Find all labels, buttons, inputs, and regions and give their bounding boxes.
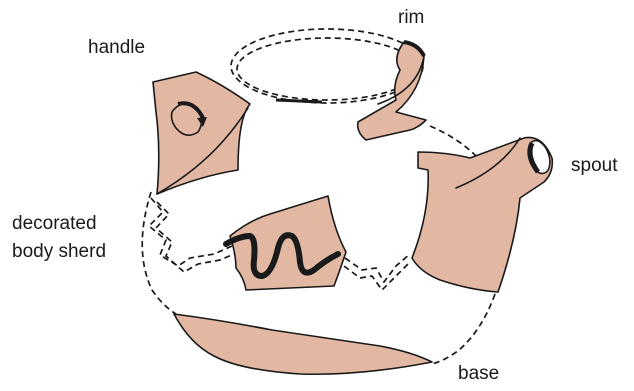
spout-sherd — [412, 137, 554, 292]
base-label: base — [458, 362, 499, 386]
spout-label: spout — [571, 154, 617, 178]
body-sherd-label: body sherd — [12, 240, 106, 264]
decorated-label: decorated — [12, 212, 97, 236]
decorated-body-sherd — [226, 196, 346, 290]
rim-sherd — [276, 42, 426, 140]
rim-label: rim — [398, 6, 424, 30]
base-sherd — [174, 314, 432, 374]
handle-sherd — [153, 72, 250, 194]
handle-label: handle — [88, 36, 145, 60]
